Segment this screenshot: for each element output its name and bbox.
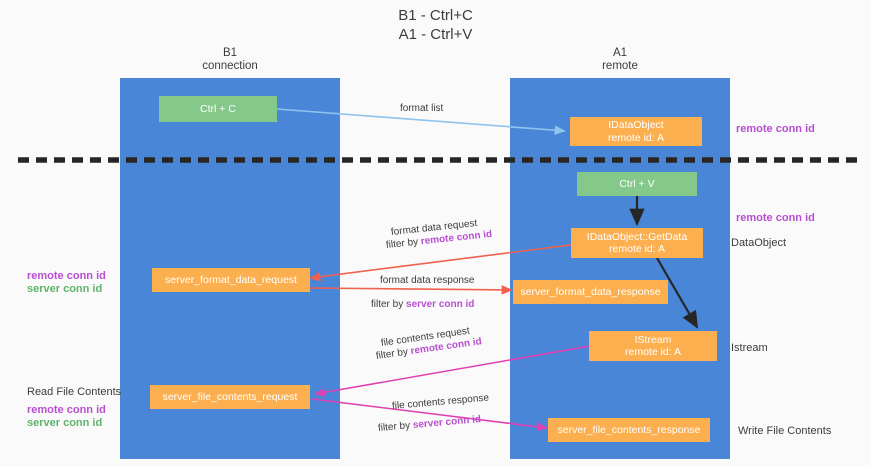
edge-label-format-data-response: format data response bbox=[380, 274, 475, 287]
box-istream-line2: remote id: A bbox=[624, 346, 682, 358]
title-line-1: B1 - Ctrl+C bbox=[398, 7, 473, 24]
box-get-idataobject-line1: IDataObject bbox=[608, 119, 664, 131]
box-ctrl-v-label: Ctrl + V bbox=[619, 177, 655, 190]
right-label-remote-conn-id-top: remote conn id bbox=[736, 123, 815, 135]
box-ctrl-c[interactable]: Ctrl + C bbox=[159, 96, 277, 122]
edge-label-file-contents-response-filter-prefix: filter by bbox=[377, 419, 414, 434]
box-idataobject-getdata-line1: IDataObject::GetData bbox=[586, 230, 688, 243]
right-label-istream: Istream bbox=[731, 342, 768, 354]
edge-label-format-data-response-filter: filter by server conn id bbox=[371, 298, 474, 311]
box-server-format-data-request-label: server_format_data_request bbox=[165, 273, 297, 286]
diagram-title: B1 - Ctrl+C A1 - Ctrl+V bbox=[0, 6, 871, 44]
right-label-write-file-contents: Write File Contents bbox=[738, 425, 832, 437]
box-server-file-contents-response-label: server_file_contents_response bbox=[557, 423, 701, 436]
box-server-file-contents-request[interactable]: server_file_contents_request bbox=[150, 385, 310, 409]
arrow-format-data-request bbox=[309, 243, 579, 282]
edge-label-format-list: format list bbox=[400, 102, 443, 115]
box-server-file-contents-response[interactable]: server_file_contents_response bbox=[548, 418, 710, 442]
arrow-file-contents-response bbox=[311, 398, 548, 432]
left-label-server-conn-id-2: server conn id bbox=[27, 417, 103, 429]
arrow-file-contents-request bbox=[314, 345, 591, 397]
left-label-remote-conn-id-1: remote conn id bbox=[27, 270, 106, 282]
column-header-a1-role: remote bbox=[602, 60, 638, 72]
column-header-b1-role: connection bbox=[202, 60, 258, 72]
arrow-format-data-response bbox=[306, 285, 513, 295]
left-label-remote-conn-id-2: remote conn id bbox=[27, 404, 106, 416]
box-istream-line1: IStream bbox=[634, 333, 672, 346]
edge-label-format-data-request-filter-prefix: filter by bbox=[385, 236, 422, 251]
arrow-format-list bbox=[276, 108, 566, 135]
column-header-a1-name: A1 bbox=[612, 47, 628, 59]
right-label-remote-conn-id-mid: remote conn id bbox=[736, 212, 815, 224]
left-label-read-file-contents: Read File Contents bbox=[27, 386, 122, 398]
box-idataobject-getdata[interactable]: IDataObject::GetData remote id: A bbox=[571, 228, 703, 258]
box-server-format-data-request[interactable]: server_format_data_request bbox=[152, 268, 310, 292]
box-get-idataobject-line2: remote id: A bbox=[607, 131, 665, 144]
box-istream[interactable]: IStream remote id: A bbox=[589, 331, 717, 361]
box-ctrl-c-label: Ctrl + C bbox=[200, 102, 236, 115]
edge-label-format-list-text: format list bbox=[400, 103, 444, 114]
right-label-dataobject: DataObject bbox=[731, 237, 787, 249]
box-get-idataobject[interactable]: IDataObject remote id: A bbox=[570, 117, 702, 146]
arrow-getdata-to-istream bbox=[656, 257, 699, 329]
left-label-server-conn-id-1: server conn id bbox=[27, 283, 103, 295]
box-ctrl-v[interactable]: Ctrl + V bbox=[577, 172, 697, 196]
column-header-b1-name: B1 bbox=[222, 47, 238, 59]
box-server-format-data-response-label: server_format_data_response bbox=[520, 285, 661, 298]
box-idataobject-getdata-line2: remote id: A bbox=[608, 243, 666, 255]
box-server-file-contents-request-label: server_file_contents_request bbox=[162, 390, 298, 403]
column-header-b1: B1 connection bbox=[120, 47, 340, 73]
column-header-a1: A1 remote bbox=[510, 47, 730, 73]
title-line-2: A1 - Ctrl+V bbox=[398, 26, 473, 43]
box-server-format-data-response[interactable]: server_format_data_response bbox=[513, 280, 668, 304]
edge-label-format-data-response-filter-prefix: filter by bbox=[371, 299, 407, 310]
edge-label-format-data-response-filter-highlight: server conn id bbox=[406, 299, 475, 310]
edge-label-format-data-response-text: format data response bbox=[380, 275, 475, 286]
